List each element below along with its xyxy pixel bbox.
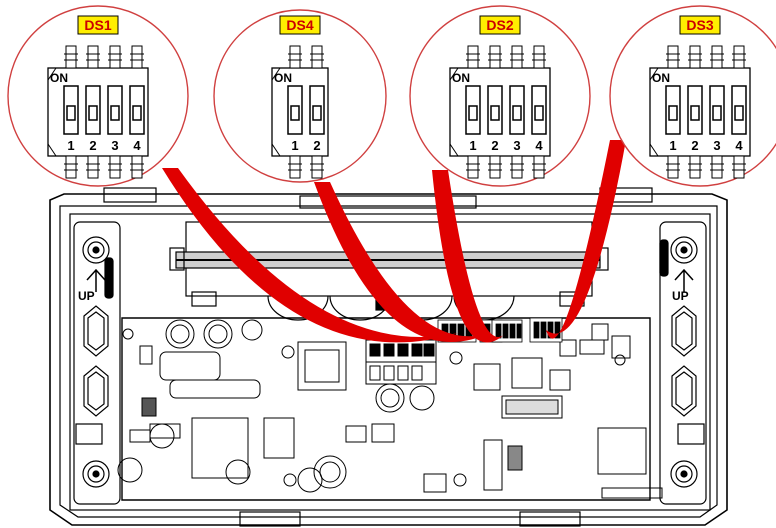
ds4-tag-label: DS4 xyxy=(286,17,313,33)
ds3-pin-top xyxy=(667,45,679,69)
board-ds2 xyxy=(491,319,523,343)
ds2-tag-label: DS2 xyxy=(486,17,513,33)
ds1-switch-number: 1 xyxy=(67,138,74,153)
ds3-pin-top xyxy=(733,45,745,69)
callout-connectors xyxy=(162,140,626,343)
ds1-pin-bottom xyxy=(109,155,121,179)
ds1-on-label: ON xyxy=(50,71,68,85)
ds2-switch-number: 2 xyxy=(491,138,498,153)
ds2-switch-number: 1 xyxy=(469,138,476,153)
ds1-pin-bottom xyxy=(65,155,77,179)
ds2-pin-bottom xyxy=(511,155,523,179)
ds1-switch-number: 3 xyxy=(111,138,118,153)
ds2-pin-bottom xyxy=(467,155,479,179)
ds4-pin-bottom xyxy=(311,155,323,179)
mount-hole-icon xyxy=(82,236,110,264)
ds1-pin-top xyxy=(65,45,77,69)
ds2-on-label: ON xyxy=(452,71,470,85)
circuit-board xyxy=(117,317,663,501)
mount-hole-icon xyxy=(82,460,110,488)
ds2-switch-number: 3 xyxy=(513,138,520,153)
ds1-tag-label: DS1 xyxy=(84,17,111,33)
ds3-switch-number: 2 xyxy=(691,138,698,153)
ds3-on-label: ON xyxy=(652,71,670,85)
ds2-slider-1 xyxy=(468,105,478,121)
ds2-pin-top xyxy=(533,45,545,69)
device-housing xyxy=(49,187,728,527)
ds2-connector xyxy=(432,170,506,343)
ds3-slider-2 xyxy=(690,105,700,121)
ds2-switch-number: 4 xyxy=(535,138,543,153)
ds1-pin-bottom xyxy=(87,155,99,179)
ds1-connector xyxy=(162,168,458,343)
ds4-connector xyxy=(314,182,492,342)
ds4-on-label: ON xyxy=(274,71,292,85)
mount-hole-icon xyxy=(670,236,698,264)
ds1-switch-number: 2 xyxy=(89,138,96,153)
ds4-slider-2 xyxy=(312,105,322,121)
ds1-pin-top xyxy=(109,45,121,69)
up-label-left: UP xyxy=(78,289,95,303)
ds1-slider-4 xyxy=(132,105,142,121)
ds1-slider-3 xyxy=(110,105,120,121)
ds2-tag xyxy=(479,15,521,35)
ds2-slider-2 xyxy=(490,105,500,121)
ds2-pin-bottom xyxy=(489,155,501,179)
ds4-pin-top xyxy=(311,45,323,69)
ds4-tag xyxy=(279,15,321,35)
ds2-slider-3 xyxy=(512,105,522,121)
ds3-switch-number: 4 xyxy=(735,138,743,153)
ds4-pin-bottom xyxy=(289,155,301,179)
ds3-switch-number: 3 xyxy=(713,138,720,153)
ds3-tag xyxy=(679,15,721,35)
ds2-pin-top xyxy=(489,45,501,69)
ds3-pin-bottom xyxy=(733,155,745,179)
ds3-switch-number: 1 xyxy=(669,138,676,153)
ds1-pin-bottom xyxy=(131,155,143,179)
ds1-switch-number: 4 xyxy=(133,138,141,153)
ds3-pin-top xyxy=(689,45,701,69)
ds2-pin-bottom xyxy=(533,155,545,179)
ds3-pin-bottom xyxy=(667,155,679,179)
mount-hole-icon xyxy=(670,460,698,488)
ds1-pin-top xyxy=(87,45,99,69)
ds1-slider-1 xyxy=(66,105,76,121)
ds3-pin-bottom xyxy=(689,155,701,179)
ds3-slider-4 xyxy=(734,105,744,121)
ds4-slider-1 xyxy=(290,105,300,121)
ds1-slider-2 xyxy=(88,105,98,121)
ds2-pin-top xyxy=(511,45,523,69)
ds2-slider-4 xyxy=(534,105,544,121)
ds1-tag xyxy=(77,15,119,35)
ds3-tag-label: DS3 xyxy=(686,17,713,33)
ds4-pin-top xyxy=(289,45,301,69)
ds3-slider-1 xyxy=(668,105,678,121)
ds4-switch-number: 2 xyxy=(313,138,320,153)
ds3-slider-3 xyxy=(712,105,722,121)
left-bracket xyxy=(73,221,121,505)
ds4-switch-number: 1 xyxy=(291,138,298,153)
ds3-pin-top xyxy=(711,45,723,69)
ds3-pin-bottom xyxy=(711,155,723,179)
right-bracket xyxy=(659,221,707,505)
ds1-pin-top xyxy=(131,45,143,69)
ds3-connector xyxy=(546,140,626,339)
ds2-pin-top xyxy=(467,45,479,69)
up-label-right: UP xyxy=(672,289,689,303)
